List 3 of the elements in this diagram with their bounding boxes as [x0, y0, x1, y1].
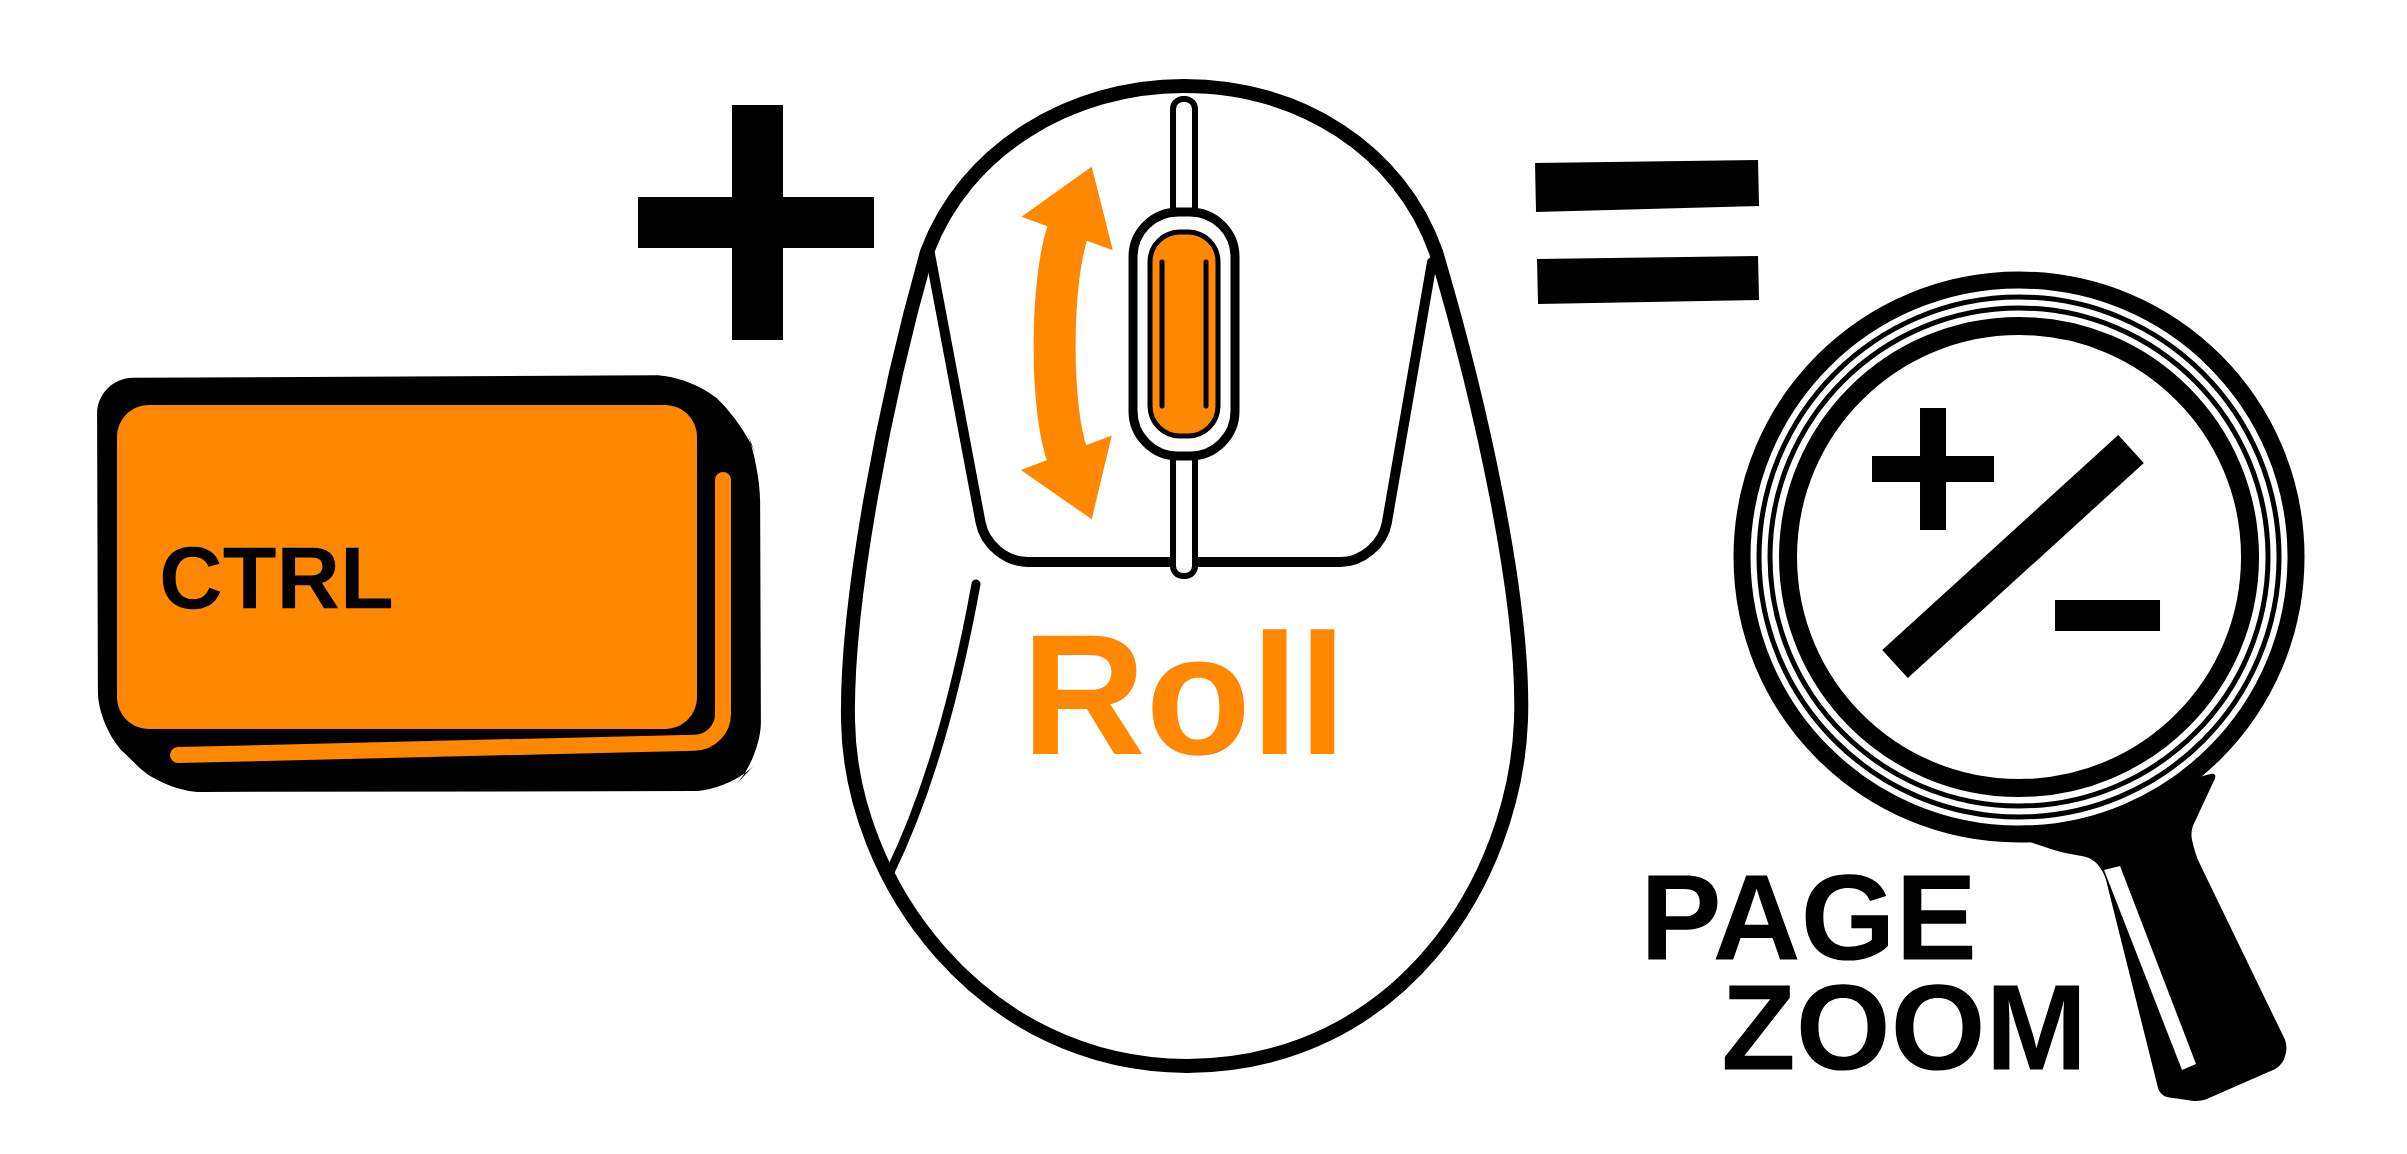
- computer-mouse: Roll: [841, 79, 1528, 1073]
- keyboard-key: CTRL: [97, 375, 761, 792]
- node-caption: PAGE ZOOM: [1648, 874, 2080, 1071]
